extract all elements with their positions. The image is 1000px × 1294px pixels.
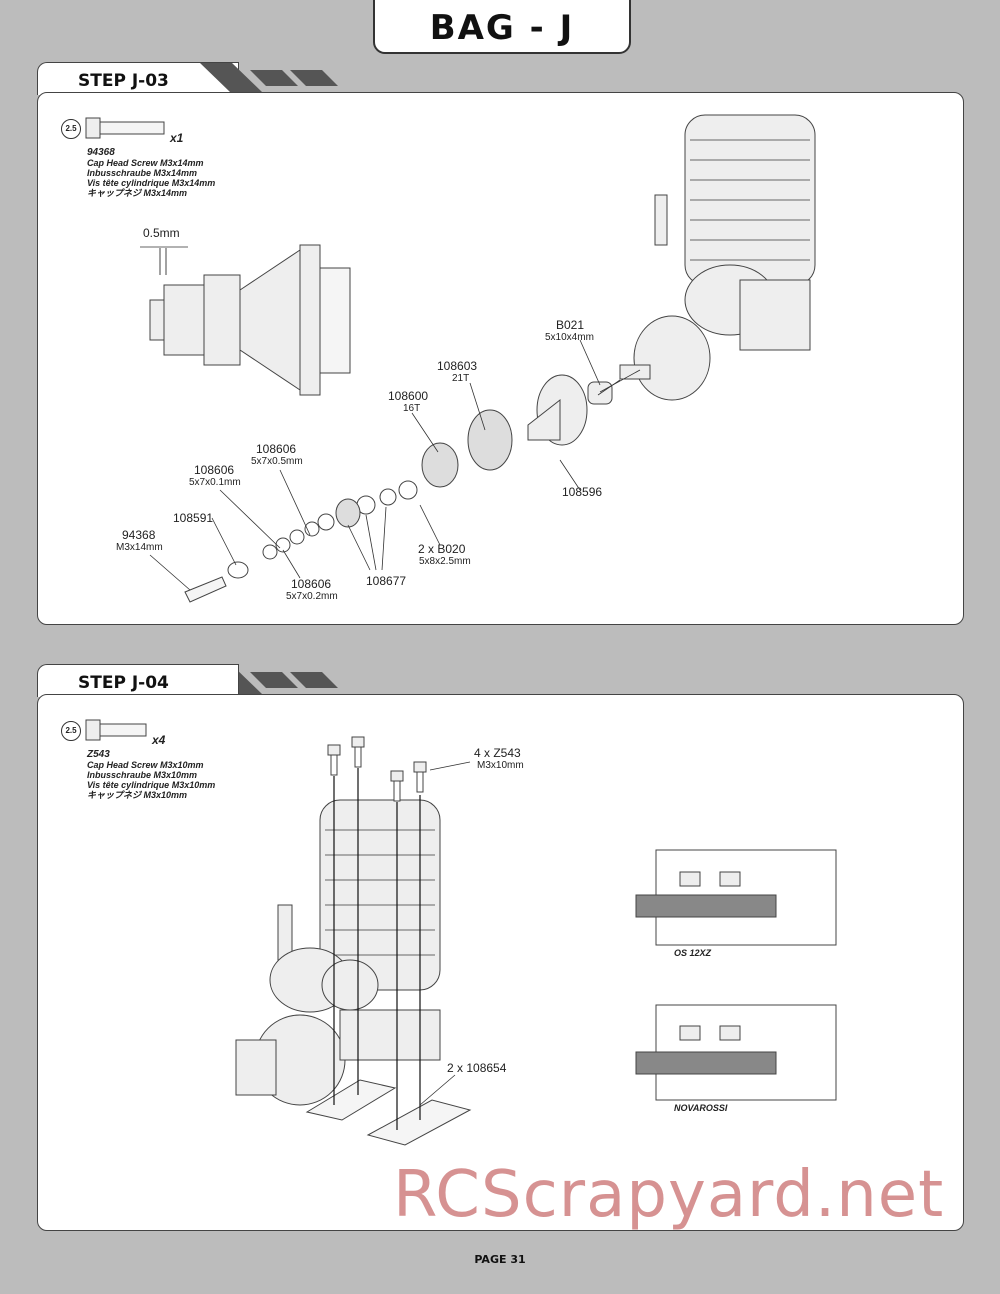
label-108654: 2 x 108654: [447, 1061, 507, 1075]
screw-description: Cap Head Screw M3x14mm Inbusschraube M3x…: [87, 158, 216, 198]
screw-qty: x4: [152, 733, 166, 747]
label-94368: 94368: [122, 528, 156, 542]
hex-tool-icon: 2.5: [61, 721, 81, 741]
label-108591: 108591: [173, 511, 214, 525]
label-108600: 108600: [388, 389, 429, 403]
step-j03-title: STEP J-03: [78, 71, 169, 91]
label-b020-size: 5x8x2.5mm: [419, 556, 471, 567]
label-z543: 4 x Z543: [474, 746, 521, 760]
hex-tool-icon: 2.5: [61, 119, 81, 139]
label-108606-a-size: 5x7x0.5mm: [251, 456, 303, 467]
label-108603-teeth: 21T: [452, 373, 470, 384]
watermark: RCScrapyard.net: [393, 1158, 945, 1232]
label-108606-a: 108606: [256, 442, 297, 456]
label-108600-teeth: 16T: [403, 403, 421, 414]
screw-part-no: 94368: [87, 147, 115, 158]
label-b021-size: 5x10x4mm: [545, 332, 594, 343]
screw-part-no: Z543: [87, 749, 110, 760]
label-94368-size: M3x14mm: [116, 542, 163, 553]
label-novarossi: NOVAROSSI: [674, 1103, 728, 1113]
label-b020: 2 x B020: [418, 542, 466, 556]
bag-title-tab: BAG - J: [373, 0, 631, 54]
label-108606-b-size: 5x7x0.1mm: [189, 477, 241, 488]
screw-qty: x1: [170, 131, 184, 145]
label-z543-size: M3x10mm: [477, 760, 524, 771]
step-j04-tab: STEP J-04: [37, 664, 239, 697]
label-108606-c: 108606: [291, 577, 332, 591]
page-number: PAGE 31: [474, 1253, 526, 1266]
step-j04-title: STEP J-04: [78, 673, 169, 693]
label-108606-b: 108606: [194, 463, 235, 477]
bag-title: BAG - J: [429, 8, 575, 48]
step-j04-panel: [37, 694, 964, 1231]
label-108677: 108677: [366, 574, 407, 588]
label-108606-c-size: 5x7x0.2mm: [286, 591, 338, 602]
label-108603: 108603: [437, 359, 478, 373]
label-os-12xz: OS 12XZ: [674, 948, 712, 958]
gap-label: 0.5mm: [143, 226, 180, 240]
label-108596: 108596: [562, 485, 603, 499]
screw-description: Cap Head Screw M3x10mm Inbusschraube M3x…: [87, 760, 216, 800]
label-b021: B021: [556, 318, 585, 332]
